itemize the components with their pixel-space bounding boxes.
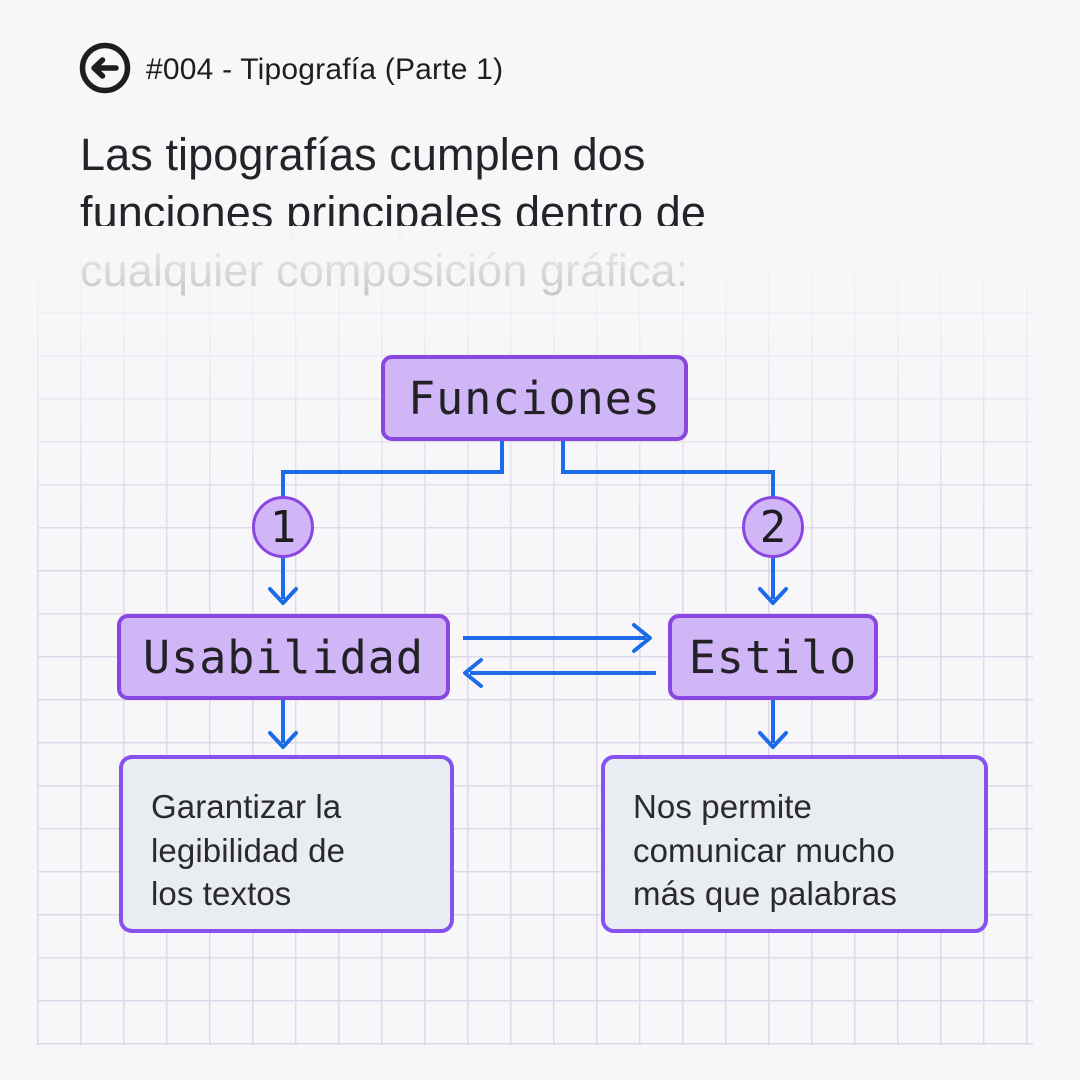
- description-line: los textos: [151, 875, 292, 912]
- badge-number: 1: [269, 501, 297, 553]
- node-label: Estilo: [688, 630, 858, 684]
- intro-line: Las tipografías cumplen dos: [80, 129, 646, 180]
- branch-2-number-badge: 2: [742, 496, 804, 558]
- badge-number: 2: [759, 501, 787, 553]
- description-line: Nos permite: [633, 788, 812, 825]
- post-title: #004 - Tipografía (Parte 1): [146, 53, 504, 86]
- back-button[interactable]: [79, 42, 131, 94]
- description-estilo: Nos permite comunicar mucho más que pala…: [601, 755, 988, 933]
- branch-1-number-badge: 1: [252, 496, 314, 558]
- description-line: comunicar mucho: [633, 831, 895, 869]
- arrow-left-circle-icon: [79, 42, 131, 94]
- description-usabilidad: Garantizar la legibilidad de los textos: [119, 755, 454, 933]
- node-estilo: Estilo: [668, 614, 878, 700]
- node-funciones: Funciones: [381, 355, 688, 441]
- node-usabilidad: Usabilidad: [117, 614, 450, 700]
- description-line: legibilidad de: [151, 831, 346, 869]
- node-label: Usabilidad: [143, 630, 424, 684]
- node-label: Funciones: [408, 371, 661, 425]
- description-line: más que palabras: [633, 875, 897, 912]
- description-line: Garantizar la: [151, 788, 342, 825]
